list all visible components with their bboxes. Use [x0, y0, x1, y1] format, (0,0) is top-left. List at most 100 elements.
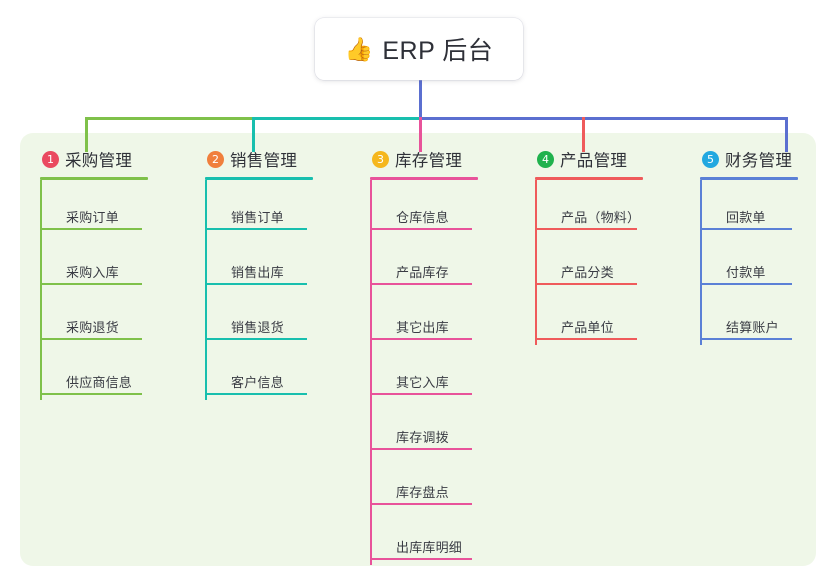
branch-title: 采购管理 [65, 152, 133, 170]
branch-item[interactable]: 产品库存 [370, 235, 520, 290]
branch-item-label: 其它出库 [396, 320, 449, 335]
branch-item-label: 结算账户 [726, 320, 779, 335]
branch-item-underline [370, 503, 472, 505]
branch-item[interactable]: 仓库信息 [370, 180, 520, 235]
branch-item-underline [205, 283, 307, 285]
branch-item-label: 出库库明细 [396, 540, 463, 555]
branch-underline [40, 177, 148, 180]
bus-segment-2 [252, 117, 421, 120]
branch-item-underline [205, 228, 307, 230]
branch-item[interactable]: 销售出库 [205, 235, 355, 290]
branch-item-label: 供应商信息 [66, 375, 133, 390]
branch-item-label: 其它入库 [396, 375, 449, 390]
branch-item-underline [535, 338, 637, 340]
bus-segment-1 [85, 117, 254, 120]
branch-item[interactable]: 采购入库 [40, 235, 190, 290]
root-node[interactable]: 👍 ERP 后台 [315, 18, 523, 80]
thumbs-up-icon: 👍 [344, 35, 374, 62]
branch-item-label: 仓库信息 [396, 210, 449, 225]
root-trunk-line [419, 78, 422, 120]
branch-item-label: 产品（物料） [561, 210, 641, 225]
branch-item-underline [370, 448, 472, 450]
branch-item-underline [205, 338, 307, 340]
branch-item-list: 产品（物料） 产品分类产品单位 [535, 180, 685, 345]
branch-item-underline [370, 338, 472, 340]
branch-item-underline [535, 228, 637, 230]
branch-title: 库存管理 [395, 152, 463, 170]
branch-item-list: 销售订单销售出库销售退货客户信息 [205, 180, 355, 400]
branch-spine [40, 180, 42, 400]
branch-item-underline [40, 338, 142, 340]
branch-item[interactable]: 销售订单 [205, 180, 355, 235]
branch-item-label: 采购订单 [66, 210, 119, 225]
branch-item[interactable]: 其它入库 [370, 345, 520, 400]
branch-title: 销售管理 [230, 152, 298, 170]
branch-item[interactable]: 库存盘点 [370, 455, 520, 510]
branch-item[interactable]: 采购退货 [40, 290, 190, 345]
branch-item[interactable]: 产品（物料） [535, 180, 685, 235]
branch-item[interactable]: 库存调拨 [370, 400, 520, 455]
branch-drop-line-1 [85, 117, 88, 152]
branch-underline [700, 177, 798, 180]
branch-column-5: 5 财务管理回款单付款单结算账户 [700, 147, 839, 345]
branch-number-badge: 2 [207, 150, 224, 168]
branch-title: 财务管理 [725, 152, 793, 170]
branch-item-label: 产品库存 [396, 265, 449, 280]
branch-item-label: 产品分类 [561, 265, 614, 280]
branch-header-1[interactable]: 1 采购管理 [40, 147, 190, 171]
branch-item-label: 销售出库 [231, 265, 284, 280]
branch-column-1: 1 采购管理采购订单采购入库采购退货供应商信息 [40, 147, 190, 400]
root-title: ERP 后台 [382, 37, 494, 65]
branch-item[interactable]: 采购订单 [40, 180, 190, 235]
branch-item-label: 采购退货 [66, 320, 119, 335]
branch-item[interactable]: 产品单位 [535, 290, 685, 345]
branch-drop-line-3 [419, 117, 422, 152]
branch-header-2[interactable]: 2 销售管理 [205, 147, 355, 171]
branch-item-label: 付款单 [726, 265, 766, 280]
branch-number-badge: 5 [702, 150, 719, 168]
branch-header-5[interactable]: 5 财务管理 [700, 147, 839, 171]
branch-item-underline [370, 393, 472, 395]
branch-item-list: 回款单付款单结算账户 [700, 180, 839, 345]
branch-underline [205, 177, 313, 180]
branch-number-badge: 4 [537, 150, 554, 168]
branch-item-label: 回款单 [726, 210, 766, 225]
branch-column-2: 2 销售管理销售订单销售出库销售退货客户信息 [205, 147, 355, 400]
branch-underline [370, 177, 478, 180]
branch-item-label: 采购入库 [66, 265, 119, 280]
branch-item[interactable]: 结算账户 [700, 290, 839, 345]
branch-item-underline [40, 228, 142, 230]
branch-item-underline [700, 228, 792, 230]
branch-spine [700, 180, 702, 345]
branch-item[interactable]: 销售退货 [205, 290, 355, 345]
branch-item[interactable]: 出库库明细 [370, 510, 520, 565]
branch-number-badge: 3 [372, 150, 389, 168]
branch-spine [205, 180, 207, 400]
branch-item-underline [535, 283, 637, 285]
branch-item-label: 销售退货 [231, 320, 284, 335]
branch-item[interactable]: 供应商信息 [40, 345, 190, 400]
branch-item-label: 客户信息 [231, 375, 284, 390]
bus-segment-3 [419, 117, 788, 120]
branch-column-3: 3 库存管理仓库信息产品库存其它出库其它入库库存调拨库存盘点出库库明细 [370, 147, 520, 565]
branch-item[interactable]: 付款单 [700, 235, 839, 290]
branch-item-label: 销售订单 [231, 210, 284, 225]
branch-item[interactable]: 客户信息 [205, 345, 355, 400]
branch-item-list: 采购订单采购入库采购退货供应商信息 [40, 180, 190, 400]
branch-item[interactable]: 产品分类 [535, 235, 685, 290]
branch-number-badge: 1 [42, 150, 59, 168]
branch-item-underline [700, 338, 792, 340]
branch-item-underline [370, 283, 472, 285]
branch-item[interactable]: 回款单 [700, 180, 839, 235]
branch-item-underline [205, 393, 307, 395]
branch-drop-line-2 [252, 117, 255, 152]
branch-item-underline [370, 228, 472, 230]
branch-drop-line-5 [785, 117, 788, 152]
branch-item-underline [700, 283, 792, 285]
branch-item-list: 仓库信息产品库存其它出库其它入库库存调拨库存盘点出库库明细 [370, 180, 520, 565]
branch-header-3[interactable]: 3 库存管理 [370, 147, 520, 171]
branch-item[interactable]: 其它出库 [370, 290, 520, 345]
